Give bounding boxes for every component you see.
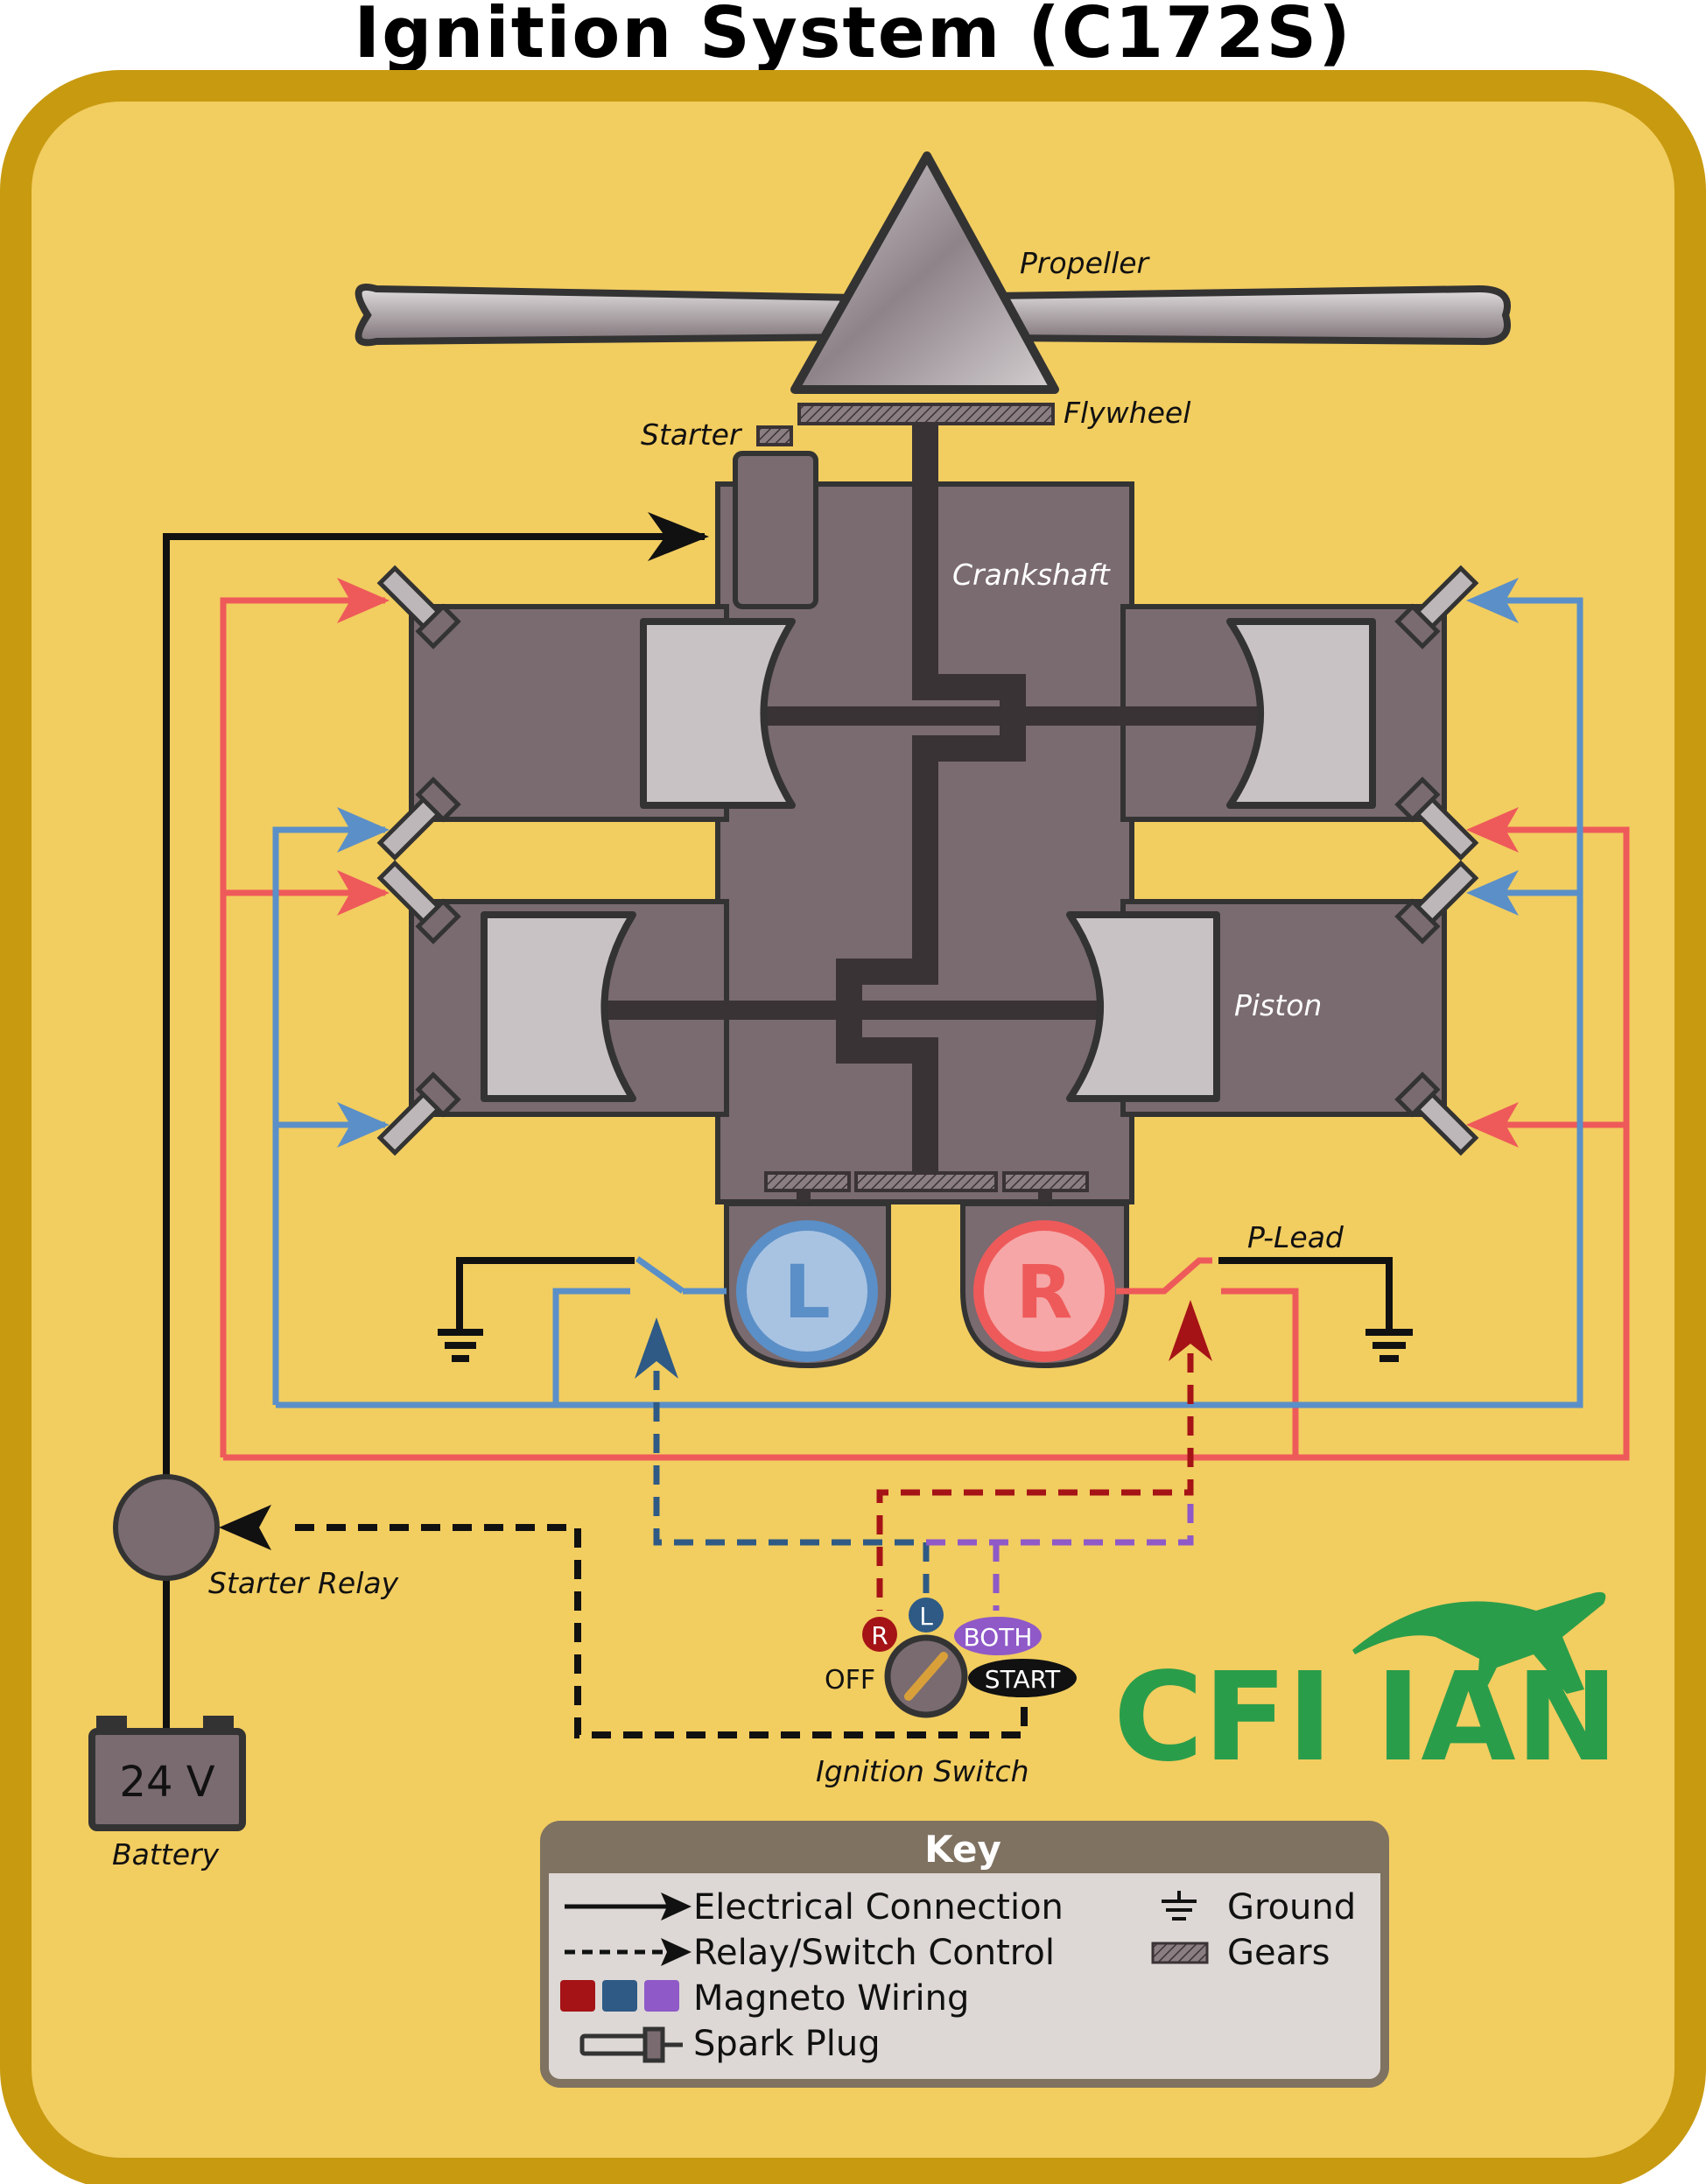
starter-wire bbox=[163, 533, 705, 1479]
right-magneto bbox=[973, 1220, 1115, 1362]
key-magneto-purple-swatch bbox=[644, 1980, 679, 2012]
ignition-switch-pointer bbox=[904, 1652, 948, 1701]
left-p-lead-switch bbox=[456, 1256, 685, 1332]
label-piston: Piston bbox=[1234, 988, 1322, 1022]
key-ground-icon bbox=[1162, 1891, 1197, 1921]
key-title: Key bbox=[924, 1828, 1001, 1871]
label-ignition-switch: Ignition Switch bbox=[816, 1754, 1029, 1788]
starter-gear bbox=[756, 425, 793, 446]
cfi-ian-logo: CFI IAN bbox=[1113, 1591, 1618, 1789]
accessory-gear-center bbox=[854, 1171, 998, 1192]
airplane-icon bbox=[1352, 1591, 1606, 1694]
propeller-hub bbox=[790, 151, 1059, 394]
page-title: Ignition System (C172S) bbox=[354, 0, 1352, 74]
accessory-gear-left bbox=[764, 1171, 851, 1192]
label-p-lead: P-Lead bbox=[1247, 1220, 1344, 1254]
key-gears-icon bbox=[1151, 1942, 1209, 1964]
battery-voltage: 24 V bbox=[119, 1758, 214, 1807]
switch-pos-start: START bbox=[985, 1665, 1061, 1694]
label-starter-relay: Starter Relay bbox=[208, 1566, 399, 1600]
switch-pos-l: L bbox=[919, 1602, 933, 1631]
starter-motor bbox=[733, 451, 818, 609]
switch-pos-both: BOTH bbox=[964, 1623, 1033, 1652]
left-ground bbox=[438, 1329, 483, 1362]
piston-rear-right bbox=[1066, 911, 1220, 1102]
label-battery: Battery bbox=[112, 1837, 220, 1871]
label-flywheel: Flywheel bbox=[1064, 396, 1190, 430]
flywheel-gear bbox=[797, 403, 1055, 425]
spark-plugs bbox=[376, 565, 1479, 1156]
switch-pos-both-badge bbox=[954, 1617, 1042, 1655]
switch-pos-start-badge bbox=[968, 1659, 1077, 1697]
piston-front-right bbox=[1226, 618, 1376, 809]
switch-pos-r: R bbox=[871, 1621, 888, 1650]
key-spark-plug-icon bbox=[579, 2026, 683, 2063]
logo-text: CFI IAN bbox=[1113, 1647, 1618, 1789]
key-box: Key Electrical Connection Relay/Switch C… bbox=[540, 1821, 1389, 2088]
switch-pos-l-badge bbox=[909, 1598, 944, 1633]
key-relay-label: Relay/Switch Control bbox=[693, 1933, 1055, 1973]
propeller-blade-right bbox=[872, 284, 1511, 346]
key-magneto-label: Magneto Wiring bbox=[693, 1978, 969, 2019]
left-magneto-label: L bbox=[783, 1249, 831, 1335]
starter-relay bbox=[113, 1474, 220, 1581]
battery bbox=[88, 1716, 246, 1831]
both-magneto-control bbox=[926, 1492, 1194, 1611]
right-p-lead-switch bbox=[1218, 1257, 1393, 1332]
left-magneto bbox=[736, 1220, 878, 1362]
right-ground bbox=[1366, 1329, 1413, 1362]
piston-front-left bbox=[640, 618, 796, 809]
key-electrical-label: Electrical Connection bbox=[693, 1887, 1064, 1928]
key-magneto-red-swatch bbox=[560, 1980, 595, 2012]
accessory-gear-right bbox=[1002, 1171, 1089, 1192]
key-spark-plug-label: Spark Plug bbox=[693, 2024, 881, 2064]
propeller-blade-left bbox=[355, 284, 861, 347]
key-ground-label: Ground bbox=[1227, 1887, 1356, 1928]
crankshaft bbox=[595, 424, 1278, 1177]
switch-pos-off: OFF bbox=[825, 1665, 875, 1696]
right-magneto-control bbox=[876, 1322, 1194, 1611]
key-gears-label: Gears bbox=[1227, 1933, 1330, 1973]
left-magneto-control bbox=[653, 1339, 930, 1611]
piston-rear-left bbox=[481, 911, 636, 1102]
label-crankshaft: Crankshaft bbox=[952, 558, 1111, 592]
relay-control-line bbox=[289, 1524, 1028, 1738]
label-starter: Starter bbox=[641, 418, 743, 452]
label-propeller: Propeller bbox=[1020, 246, 1151, 280]
right-magneto-label: R bbox=[1016, 1249, 1073, 1335]
switch-pos-r-badge bbox=[862, 1617, 897, 1652]
key-magneto-blue-swatch bbox=[602, 1980, 637, 2012]
